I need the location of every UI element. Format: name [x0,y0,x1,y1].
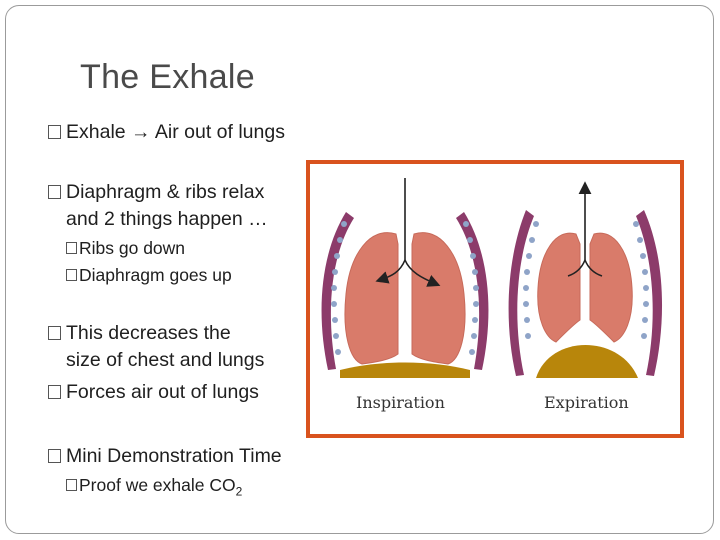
expiration-ribs-right [636,210,663,376]
inspiration-arrow-left [375,259,406,284]
subbullet-ribs-down: Ribs go down [66,238,185,259]
bullet-box-icon [48,125,61,139]
bullet-box-icon [48,326,61,340]
bullet-box-icon [48,185,61,199]
expiration-lung-left [537,232,581,343]
bullet-box-icon [48,385,61,399]
bullet-diaphragm-relax-cont: and 2 things happen … [66,208,268,230]
bullet-decreases: This decreases the [48,322,231,345]
inspiration-ribs-left [321,212,354,370]
inspiration-rib-dots [331,221,479,355]
expiration-lung-right [589,232,633,343]
bullet-demonstration: Mini Demonstration Time [48,445,282,468]
bullet-forces-air: Forces air out of lungs [48,381,259,404]
inspiration-ribs-right [456,212,489,370]
expiration-branch-left [567,259,586,277]
inspiration-diagram [321,178,489,378]
inspiration-arrow-right [404,259,441,287]
lungs-diagram: Inspiration Expiration [306,160,684,438]
caption-inspiration: Inspiration [356,393,445,412]
inspiration-lung-right [411,232,466,365]
caption-expiration: Expiration [544,393,629,412]
expiration-rib-dots [523,221,649,339]
inspiration-diaphragm [340,362,470,378]
bullet-exhale: Exhale → Air out of lungs [48,121,285,144]
subbullet-box-icon [66,269,77,281]
slide-title: The Exhale [80,58,255,96]
bullet-diaphragm-relax: Diaphragm & ribs relax [48,181,264,204]
expiration-diagram [508,181,663,378]
lungs-illustration [321,178,663,378]
subbullet-box-icon [66,242,77,254]
subbullet-proof-co2: Proof we exhale CO2 [66,475,242,499]
expiration-ribs-left [508,210,534,376]
bullet-decreases-cont: size of chest and lungs [66,349,265,371]
inspiration-lung-left [344,232,399,365]
bullet-box-icon [48,449,61,463]
expiration-diaphragm [536,345,638,378]
subbullet-diaphragm-up: Diaphragm goes up [66,265,232,286]
expiration-branch-right [584,259,603,277]
subbullet-box-icon [66,479,77,491]
